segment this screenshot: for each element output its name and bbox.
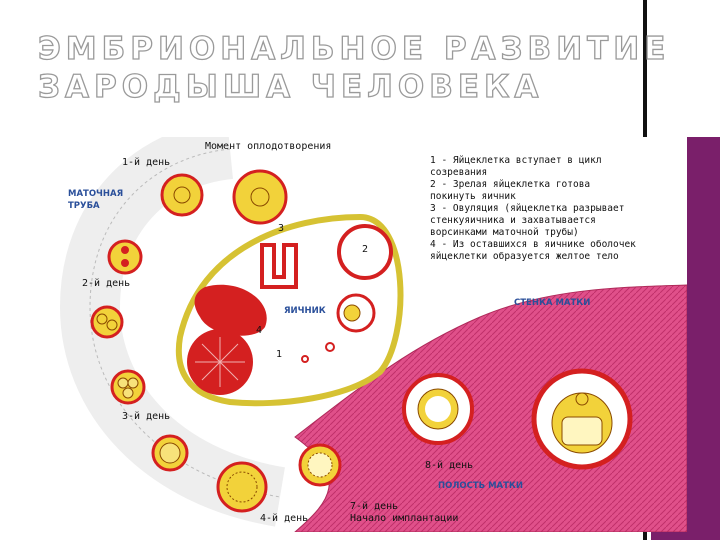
title-line-2: ЗАРОДЫША ЧЕЛОВЕКА: [37, 68, 544, 105]
label-num1: 1: [276, 349, 283, 360]
two-cell-stage: [107, 239, 143, 275]
morula-day3: [110, 369, 146, 405]
title-line-1: ЭМБРИОНАЛЬНОЕ РАЗВИТИЕ: [37, 30, 671, 67]
label-num3: 3: [278, 223, 285, 234]
embryo-day8-large: [531, 368, 633, 470]
legend-line: покинуть яичник: [430, 191, 516, 202]
growing-follicle: [336, 293, 376, 333]
legend-line: 2 - Зрелая яйцеклетка готова: [430, 179, 591, 190]
legend: 1 - Яйцеклетка вступает в цикл созревани…: [430, 155, 682, 263]
mature-follicle: [337, 224, 393, 280]
label-implantation: Начало имплантации: [350, 513, 459, 524]
label-uterine-wall: СТЕНКА МАТКИ: [514, 298, 591, 308]
embryo-development-diagram: Момент оплодотворения 1-й день МАТОЧНАЯ …: [30, 119, 688, 533]
four-cell-stage: [90, 305, 124, 339]
morula-late: [151, 434, 189, 472]
page-title: ЭМБРИОНАЛЬНОЕ РАЗВИТИЕ ЗАРОДЫША ЧЕЛОВЕКА: [37, 30, 671, 106]
diagram-illustration: [59, 119, 688, 533]
label-ovary: ЯИЧНИК: [284, 306, 326, 316]
ovulating-follicle: [194, 284, 267, 336]
label-day1: 1-й день: [122, 157, 171, 168]
label-num2: 2: [362, 244, 369, 255]
label-fallopian-tube-1: МАТОЧНАЯ: [68, 189, 124, 199]
primary-follicle-a: [325, 342, 335, 352]
label-num4: 4: [256, 325, 263, 336]
legend-line: 1 - Яйцеклетка вступает в цикл: [430, 155, 602, 166]
label-uterine-cavity: ПОЛОСТЬ МАТКИ: [438, 481, 523, 491]
label-day3: 3-й день: [122, 411, 171, 422]
legend-line: ворсинками маточной трубы): [430, 227, 579, 238]
corpus-luteum: [187, 329, 253, 395]
label-day2: 2-й день: [82, 278, 131, 289]
label-fertilization: Момент оплодотворения: [205, 141, 332, 152]
label-day4: 4-й день: [260, 513, 309, 524]
primary-follicle-b: [301, 355, 309, 363]
fertilization-cell: [232, 169, 288, 225]
legend-line: 4 - Из оставшихся в яичнике оболочек: [430, 239, 636, 250]
label-fallopian-tube-2: ТРУБА: [68, 201, 100, 211]
zygote-day1: [160, 173, 204, 217]
ruptured-follicle: [260, 243, 298, 289]
legend-line: яйцеклетки образуется желтое тело: [430, 251, 619, 262]
embryo-day8-small: [402, 373, 474, 445]
label-day7: 7-й день: [350, 501, 399, 512]
legend-line: 3 - Овуляция (яйцеклетка разрывает: [430, 203, 625, 214]
legend-line: стенкуяичника и захватывается: [430, 215, 596, 226]
blastocyst-implanting: [298, 443, 342, 487]
label-day8: 8-й день: [425, 460, 474, 471]
blastocyst-day4: [216, 461, 268, 513]
legend-line: созревания: [430, 167, 488, 178]
